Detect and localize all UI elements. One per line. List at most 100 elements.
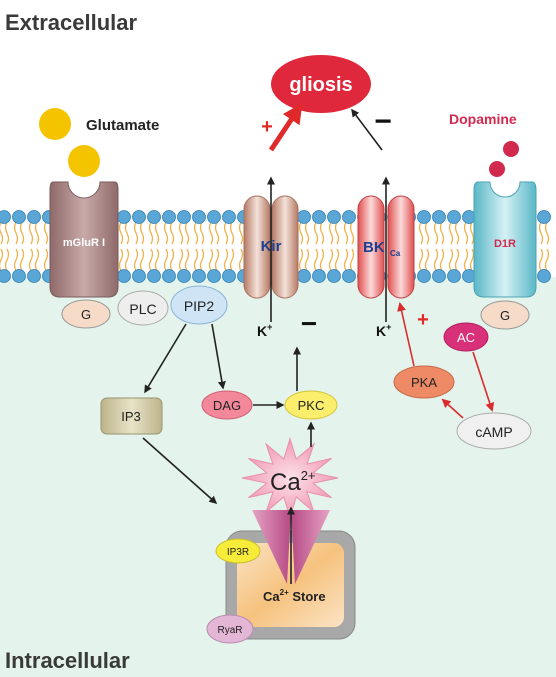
lipid-head [117,269,131,283]
lipid-head [537,269,551,283]
kir-subunit-right [271,195,299,299]
d1r-label: D1R [494,238,516,250]
lipid-head [147,269,161,283]
lipid-tail [538,221,544,245]
lipid-tail [214,221,220,245]
bk-subscript: Ca [390,249,401,258]
store-label-suffix: Store [289,589,326,604]
lipid-tail [133,248,139,272]
dopamine-molecule-2 [489,161,505,177]
lipid-tail [343,248,349,272]
lipid-tail [154,221,160,245]
bk-subunit-left [357,195,385,299]
g-protein-left [61,299,111,329]
camp-label: cAMP [475,424,512,440]
lipid-tail [538,248,544,272]
lipid-tail [454,221,460,245]
lipid-tail [433,221,439,245]
lipid-tail [349,221,355,245]
lipid-tail [313,248,319,272]
lipid-tail [463,221,469,245]
lipid-head [162,210,176,224]
kir-subunit-left [243,195,271,299]
lipid-tail [298,248,304,272]
lipid-head [222,269,236,283]
lipid-head [417,269,431,283]
camp-node [456,412,532,450]
lipid-tail [349,248,355,272]
gliosis-plus-sign: + [261,116,273,138]
mglur-label: mGluR I [63,237,105,249]
lipid-head [222,210,236,224]
glutamate-molecule-2 [68,145,100,177]
bk-k-ion-text: K [376,323,386,339]
lipid-tail [229,248,235,272]
g-protein-right [480,300,530,330]
lipid-tail [4,221,10,245]
lipid-tail [304,221,310,245]
lipid-tail [148,221,154,245]
lipid-head [432,210,446,224]
lipid-tail [199,221,205,245]
lipid-head [312,210,326,224]
lipid-head [162,269,176,283]
calcium-store-label: Ca2+ Store [263,588,326,604]
lipid-tail [184,248,190,272]
lipid-head [207,210,221,224]
bk-activation-sign: + [417,309,429,331]
lipid-tail [178,221,184,245]
lipid-tail [28,221,34,245]
lipid-tail [43,248,49,272]
pip2-node [170,285,228,325]
kir-k-ion-text: K [257,323,267,339]
gliosis-node [271,55,371,113]
lipid-tail [169,248,175,272]
d1r-receptor [473,181,537,298]
calcium-label-text: Ca [270,469,301,496]
calcium-label-charge: 2+ [301,468,316,483]
kir-to-gliosis-arrow [268,103,303,152]
lipid-tail [313,221,319,245]
pka-label: PKA [411,375,437,390]
glutamate-molecule-1 [39,108,71,140]
lipid-head [297,269,311,283]
lipid-head [312,269,326,283]
lipid-tail [4,248,10,272]
lipid-tail [223,248,229,272]
pka-node [393,365,455,399]
lipid-head [327,210,341,224]
lipid-tail [319,221,325,245]
lipid-tail [439,221,445,245]
lipid-tail [298,221,304,245]
store-label-prefix: Ca [263,589,280,604]
intracellular-label: Intracellular [5,648,130,673]
lipid-tail [424,221,430,245]
lipid-tail [184,221,190,245]
camp-to-pka-arrow [441,398,464,419]
lipid-tail [424,248,430,272]
lipid-tail [13,248,19,272]
ac-label: AC [457,330,475,345]
lipid-tail [199,248,205,272]
lipid-tail [343,221,349,245]
pka-to-bk-arrow [397,302,415,367]
lipid-tail [229,221,235,245]
lipid-tail [418,248,424,272]
lipid-head [147,210,161,224]
lipid-head [342,210,356,224]
ryar-node [206,614,254,644]
lipid-tail [469,248,475,272]
lipid-tail [544,221,550,245]
lipid-tail [334,248,340,272]
lipid-head [297,210,311,224]
ac-node [443,322,489,352]
kir-inhibition-sign: − [301,308,317,339]
lipid-tail [139,221,145,245]
lipid-tail [328,248,334,272]
lipid-tail [169,221,175,245]
lipid-tail [34,221,40,245]
lipid-tail [19,221,25,245]
gliosis-minus-sign: − [374,105,392,138]
